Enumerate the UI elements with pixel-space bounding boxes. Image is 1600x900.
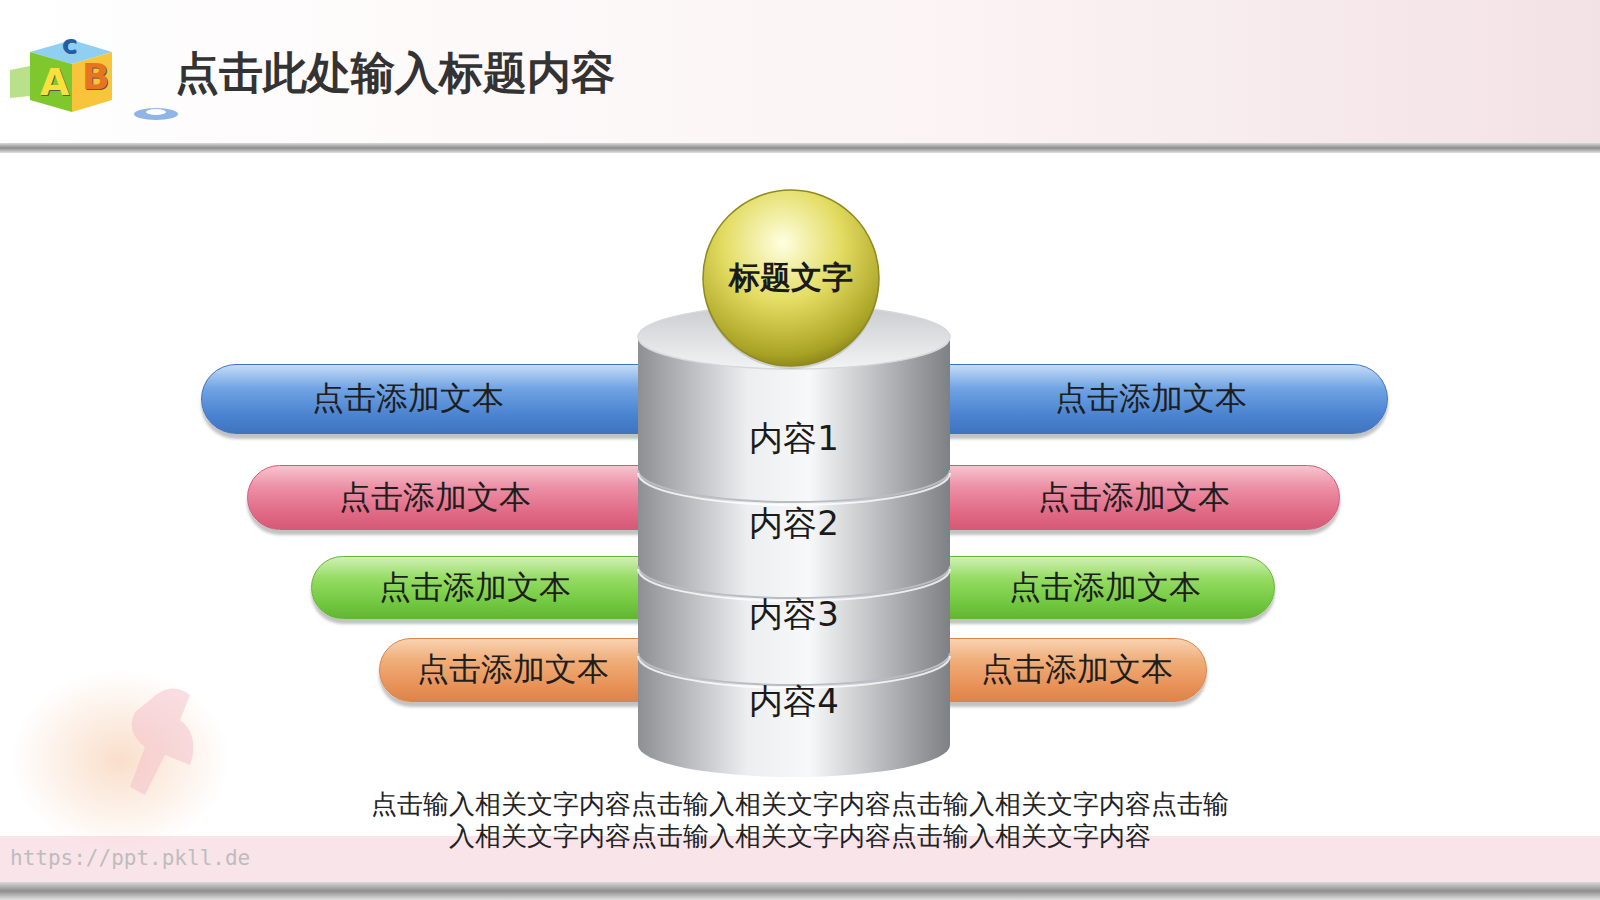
node-text: 点击添加文本 <box>981 648 1173 692</box>
text-bar: 点击添加文本 <box>890 638 1207 702</box>
text-bar: 点击添加文本 <box>201 364 700 434</box>
text-bar: 点击添加文本 <box>890 465 1340 530</box>
node-text: 点击添加文本 <box>417 648 609 692</box>
node-text: 内容3 <box>749 592 839 638</box>
text-bar: 点击添加文本 <box>311 556 700 619</box>
node-text: 内容2 <box>749 501 839 547</box>
abc-blocks-icon <box>10 40 178 120</box>
runner-figure <box>130 689 193 795</box>
watermark: https://ppt.pkll.de <box>10 846 250 870</box>
node-text: 点击添加文本 <box>339 476 531 520</box>
block-letter: C <box>62 34 77 58</box>
block-letter: B <box>82 56 109 97</box>
node-text: 内容4 <box>749 679 839 725</box>
cylinder-layer: 内容2 <box>650 492 938 556</box>
node-text: 内容1 <box>749 416 839 462</box>
node-text: 点击添加文本 <box>312 377 504 421</box>
node-text: 点击添加文本 <box>379 566 571 610</box>
title-sphere: 标题文字 <box>703 190 879 366</box>
block-letter: A <box>40 60 69 104</box>
text-bar: 点击添加文本 <box>890 556 1275 619</box>
cylinder-layer: 内容3 <box>650 585 938 645</box>
node-text: 点击添加文本 <box>1055 377 1247 421</box>
cylinder-layer: 内容4 <box>650 672 938 732</box>
footer-rule <box>0 882 1600 900</box>
header-band <box>0 0 1600 145</box>
text-bar: 点击添加文本 <box>247 465 700 530</box>
node-text: 点击添加文本 <box>1038 476 1230 520</box>
node-text: 点击添加文本 <box>1009 566 1201 610</box>
runner-splash <box>10 670 230 850</box>
header-rule <box>0 143 1600 153</box>
cylinder-layer: 内容1 <box>650 408 938 470</box>
text-bar: 点击添加文本 <box>890 364 1388 434</box>
slide-title: 点击此处输入标题内容 <box>175 44 615 103</box>
node-text: 标题文字 <box>729 257 853 299</box>
caption-text: 点击输入相关文字内容点击输入相关文字内容点击输入相关文字内容点击输入相关文字内容… <box>360 788 1240 852</box>
text-bar: 点击添加文本 <box>379 638 700 702</box>
